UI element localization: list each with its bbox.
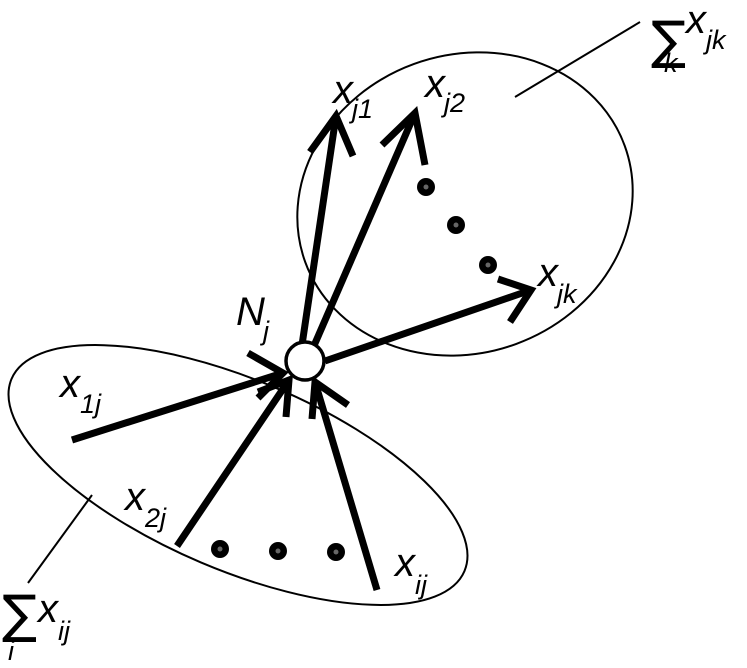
svg-text:ij: ij xyxy=(415,570,428,600)
svg-text:x: x xyxy=(331,68,355,112)
svg-text:x: x xyxy=(684,0,708,42)
svg-text:x: x xyxy=(36,587,60,631)
svg-text:x: x xyxy=(423,62,447,106)
svg-text:x: x xyxy=(393,541,417,585)
input-arrow-1 xyxy=(70,349,289,444)
input-sum-label: ∑ i x ij xyxy=(2,585,71,666)
input-label-2: x 2j xyxy=(123,475,167,533)
output-group-ellipse xyxy=(296,51,634,357)
output-label-1: x j1 xyxy=(331,68,373,124)
svg-text:i: i xyxy=(8,636,15,666)
output-label-k: x jk xyxy=(536,251,578,309)
input-sum-leader-line xyxy=(27,494,93,584)
svg-text:x: x xyxy=(123,475,147,519)
svg-text:j2: j2 xyxy=(440,88,465,118)
input-label-1: x 1j xyxy=(58,362,102,419)
svg-text:jk: jk xyxy=(553,279,578,309)
output-arrow-1 xyxy=(298,108,357,346)
svg-text:k: k xyxy=(664,48,679,78)
output-label-2: x j2 xyxy=(423,62,465,118)
svg-text:N: N xyxy=(236,290,265,334)
svg-text:∑: ∑ xyxy=(651,11,686,71)
input-arrow-i xyxy=(308,375,381,591)
output-sum-label: ∑ k x jk xyxy=(651,0,727,78)
input-arrow-2 xyxy=(174,374,293,548)
input-group-ellipse xyxy=(7,344,469,606)
svg-text:jk: jk xyxy=(702,25,727,55)
input-label-i: x ij xyxy=(393,541,428,600)
node-circle xyxy=(284,340,326,382)
node-label: N j xyxy=(236,290,270,346)
output-sum-leader-line xyxy=(514,21,641,98)
output-arrow-2 xyxy=(309,105,429,350)
svg-text:x: x xyxy=(536,251,560,295)
svg-text:j: j xyxy=(259,316,270,346)
svg-text:j1: j1 xyxy=(348,94,373,124)
svg-text:1j: 1j xyxy=(80,389,102,419)
svg-text:2j: 2j xyxy=(144,503,167,533)
svg-text:∑: ∑ xyxy=(2,585,37,645)
svg-text:ij: ij xyxy=(58,616,71,646)
svg-text:x: x xyxy=(58,362,82,406)
output-arrow-k xyxy=(323,275,537,365)
